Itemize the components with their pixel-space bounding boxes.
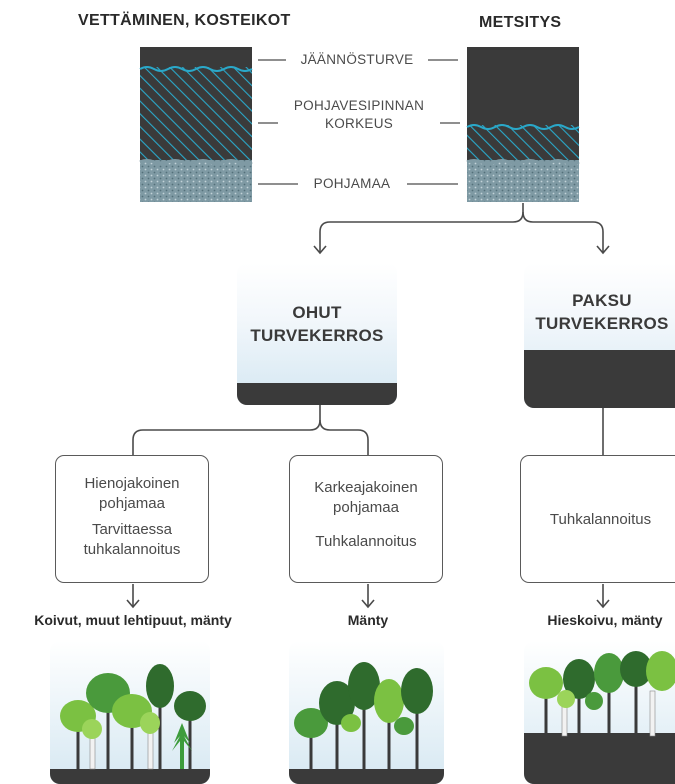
- species-label-thick: Hieskoivu, mänty: [547, 612, 663, 628]
- label-groundwater-level-text: POHJAVESIPINNAN KORKEUS: [293, 98, 425, 131]
- right-peat-layer: [467, 47, 579, 127]
- right-subsoil-layer: [467, 160, 579, 202]
- pine-forest-trees: [289, 662, 444, 784]
- right-column-title: METSITYS: [479, 14, 562, 31]
- box-fine-subsoil: Hienojakoinen pohjamaa Tarvittaessa tuhk…: [55, 455, 209, 583]
- card-thin-peat-title: OHUT TURVEKERROS: [250, 303, 384, 345]
- box-thick-peat-line1: Tuhkalannoitus: [549, 511, 652, 528]
- forest-illustration-birch-pine: [524, 641, 675, 784]
- thick-peat-layer: [524, 350, 675, 408]
- flow-connectors: [126, 203, 610, 609]
- box-coarse-subsoil-line1: Karkeajakoinen pohjamaa: [314, 479, 418, 516]
- species-label-coarse: Mänty: [347, 612, 389, 628]
- left-peat-layer: [140, 47, 252, 69]
- left-water-layer: [140, 67, 252, 163]
- box-thick-peat-fertilization: Tuhkalannoitus: [520, 455, 675, 583]
- layer-label-connectors: [258, 59, 460, 185]
- card-thick-peat: PAKSU TURVEKERROS: [524, 263, 675, 408]
- left-soil-profile: [139, 47, 253, 202]
- right-water-line: [466, 124, 580, 130]
- left-water-line: [139, 66, 253, 72]
- box-fine-subsoil-line2: Tarvittaessa tuhkalannoitus: [83, 521, 181, 558]
- card-thin-peat: OHUT TURVEKERROS: [237, 263, 397, 405]
- left-subsoil-layer: [140, 160, 252, 202]
- thin-peat-layer: [237, 383, 397, 405]
- left-column-title: VETTÄMINEN, KOSTEIKOT: [78, 12, 291, 29]
- box-coarse-subsoil: Karkeajakoinen pohjamaa Tuhkalannoitus: [289, 455, 443, 583]
- forest-illustration-pine: [289, 641, 444, 784]
- right-soil-profile: [466, 47, 580, 202]
- label-subsoil: POHJAMAA: [313, 176, 391, 191]
- card-thick-peat-title: PAKSU TURVEKERROS: [535, 291, 669, 333]
- label-residual-peat: JÄÄNNÖSTURVE: [300, 52, 414, 67]
- mixed-forest-trees: [50, 664, 210, 784]
- box-fine-subsoil-line1: Hienojakoinen pohjamaa: [84, 475, 180, 512]
- forest-illustration-mixed: [50, 641, 210, 784]
- label-groundwater-level: POHJAVESIPINNAN KORKEUS: [280, 97, 438, 133]
- right-water-layer: [467, 125, 579, 163]
- species-label-fine: Koivut, muut lehtipuut, mänty: [34, 612, 232, 628]
- box-coarse-subsoil-line2: Tuhkalannoitus: [315, 533, 417, 550]
- birch-pine-forest-trees: [524, 651, 675, 784]
